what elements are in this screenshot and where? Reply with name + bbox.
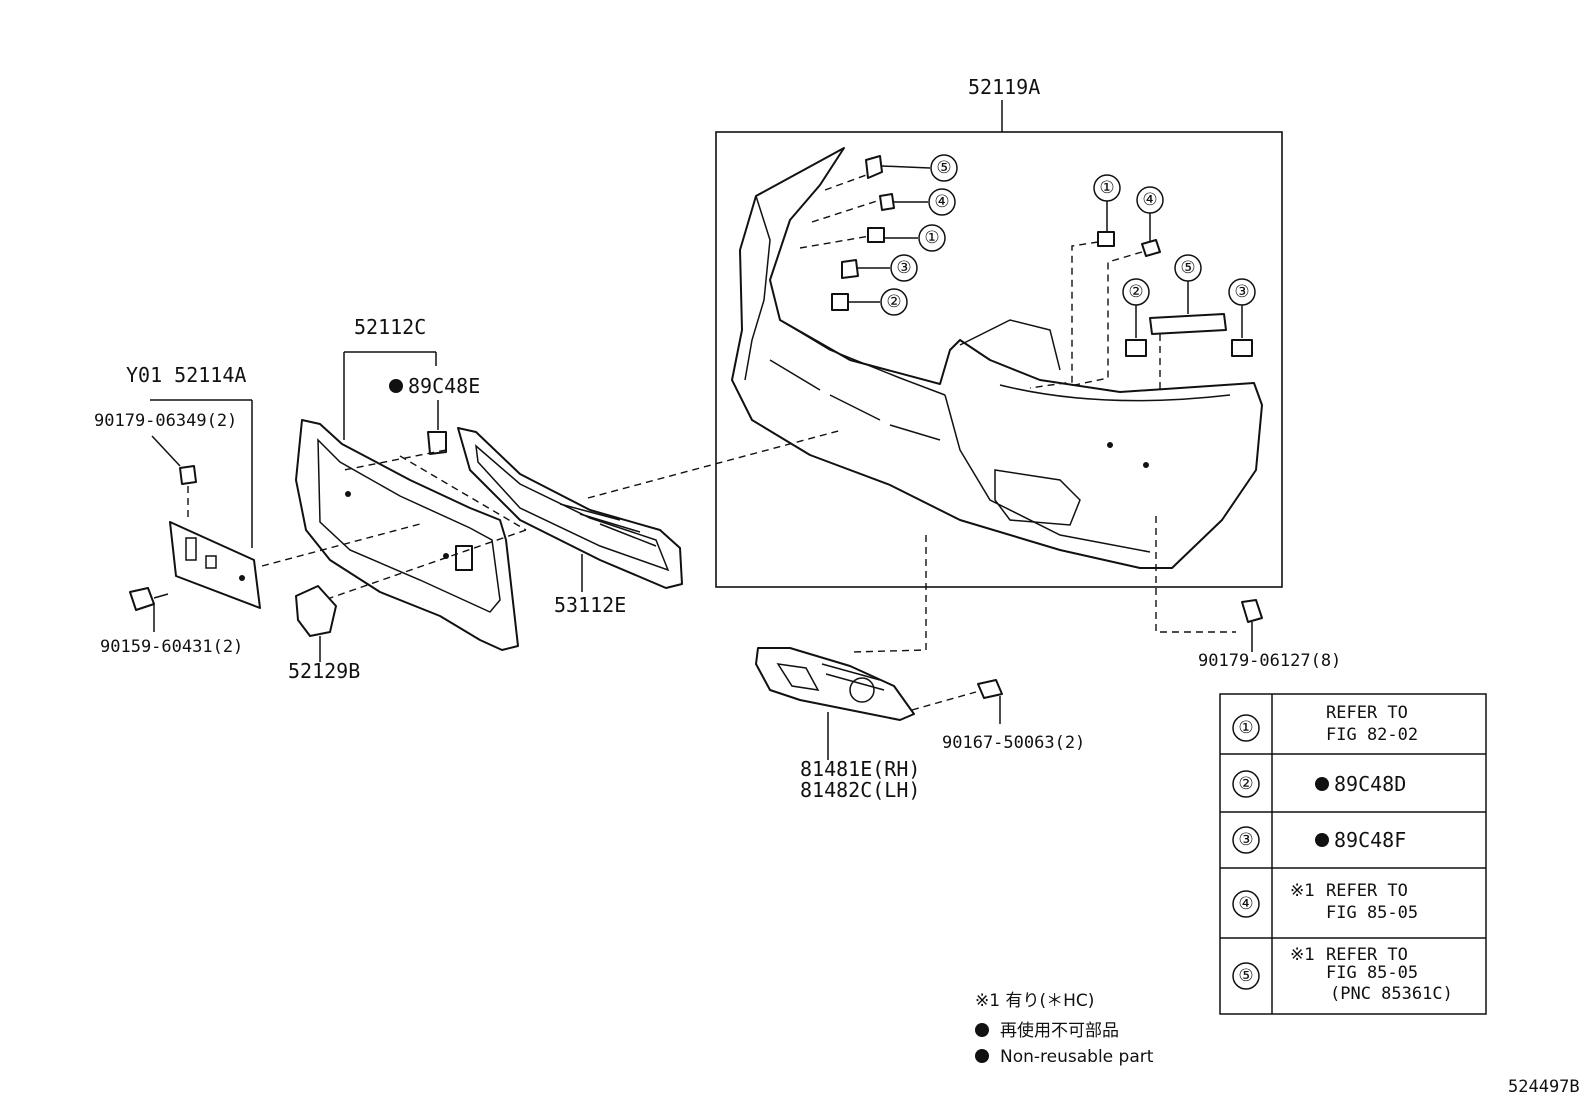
table-row-4-line-1: REFER TO bbox=[1326, 881, 1408, 901]
callout-2-left[interactable] bbox=[880, 288, 908, 316]
non-reusable-dot-icon bbox=[975, 1049, 989, 1063]
clip-89C48E-icon bbox=[427, 431, 447, 455]
table-row-5-prefix: ※1 bbox=[1290, 945, 1315, 965]
clip-3-left-icon bbox=[841, 259, 859, 279]
svg-text:⑤: ⑤ bbox=[1238, 966, 1253, 986]
label-90167-50063[interactable]: 90167-50063(2) bbox=[942, 733, 1085, 753]
table-row-1-line-2: FIG 82-02 bbox=[1326, 725, 1418, 745]
clip-2-left-icon bbox=[831, 293, 849, 311]
bumper-cover-drawing bbox=[731, 147, 1263, 569]
bumper-assembly-box bbox=[715, 131, 1283, 588]
table-row-2-line-1: 89C48D bbox=[1334, 772, 1406, 796]
clip-4-right-icon bbox=[1141, 239, 1161, 257]
label-52112C[interactable]: 52112C bbox=[354, 315, 426, 339]
callout-4-right-num: ④ bbox=[1142, 190, 1157, 210]
clip-1-left-icon bbox=[867, 227, 885, 243]
callout-5-right-num: ⑤ bbox=[1180, 258, 1195, 278]
upper-grille-drawing bbox=[295, 419, 519, 651]
legend-note-2: 再使用不可部品 bbox=[1000, 1020, 1119, 1041]
clip-5-right-icon bbox=[1149, 313, 1227, 335]
clip-3-right-icon bbox=[1231, 339, 1253, 357]
figure-id: 524497B bbox=[1508, 1077, 1580, 1097]
label-90159-60431[interactable]: 90159-60431(2) bbox=[100, 637, 243, 657]
screw-90167-icon bbox=[977, 679, 1003, 699]
callout-5-left-num: ⑤ bbox=[936, 158, 951, 178]
callout-3-left-num: ③ bbox=[896, 258, 911, 278]
table-key-1 bbox=[1232, 714, 1260, 742]
label-Y01-52114A[interactable]: Y01 52114A bbox=[126, 363, 246, 387]
table-row-3-line-1: 89C48F bbox=[1334, 828, 1406, 852]
table-row-5-line-2: FIG 85-05 bbox=[1326, 963, 1418, 983]
table-row-4-prefix: ※1 bbox=[1290, 881, 1315, 901]
fog-cover-drawing bbox=[755, 647, 915, 721]
table-row-1-line-1: REFER TO bbox=[1326, 703, 1408, 723]
label-81482C-LH[interactable]: 81482C(LH) bbox=[800, 778, 920, 802]
non-reusable-dot-icon bbox=[975, 1023, 989, 1037]
clip-5-left-icon bbox=[865, 155, 883, 179]
label-52119A[interactable]: 52119A bbox=[968, 75, 1040, 99]
callout-group-right: ① ④ ⑤ ② ③ bbox=[1029, 174, 1256, 392]
table-row-5-line-1: REFER TO bbox=[1326, 945, 1408, 965]
svg-text:②: ② bbox=[1238, 774, 1253, 794]
non-reusable-dot-icon bbox=[389, 379, 403, 393]
callout-3-right-num: ③ bbox=[1234, 282, 1249, 302]
bolt-90159-60431-icon bbox=[129, 587, 155, 611]
legend-note-1: ※1 有り(＊HC) bbox=[975, 991, 1094, 1011]
nut-90179-06127-icon bbox=[1241, 599, 1263, 623]
non-reusable-dot-icon bbox=[1315, 833, 1329, 847]
callout-2-left-num: ② bbox=[886, 292, 901, 312]
clip-4-left-icon bbox=[879, 193, 895, 211]
table-key-5 bbox=[1232, 962, 1260, 990]
table-row-4-line-2: FIG 85-05 bbox=[1326, 903, 1418, 923]
callout-1-left-num: ① bbox=[924, 228, 939, 248]
label-81481E-RH[interactable]: 81481E(RH) bbox=[800, 757, 920, 781]
callout-4-left[interactable] bbox=[928, 188, 956, 216]
table-key-2 bbox=[1232, 770, 1260, 798]
plate-bracket-drawing bbox=[169, 521, 261, 609]
table-key-3 bbox=[1232, 826, 1260, 854]
callout-1-right-num: ① bbox=[1099, 178, 1114, 198]
label-89C48E[interactable]: 89C48E bbox=[408, 374, 480, 398]
clip-2-right-icon bbox=[1125, 339, 1147, 357]
svg-text:③: ③ bbox=[1238, 830, 1253, 850]
callout-5-left[interactable] bbox=[930, 154, 958, 182]
label-52129B[interactable]: 52129B bbox=[288, 659, 360, 683]
svg-text:④: ④ bbox=[1238, 894, 1253, 914]
table-key-4 bbox=[1232, 890, 1260, 918]
label-53112E[interactable]: 53112E bbox=[554, 593, 626, 617]
tow-cap-drawing bbox=[295, 585, 337, 637]
legend-note-3: Non-reusable part bbox=[1000, 1047, 1154, 1067]
lower-grille-drawing bbox=[457, 427, 683, 589]
callout-3-left[interactable] bbox=[890, 254, 918, 282]
legend: ※1 有り(＊HC) 再使用不可部品 Non-reusable part bbox=[975, 991, 1154, 1067]
callout-group-left: ⑤ ④ ① ③ ② bbox=[799, 154, 958, 316]
reference-table: ① REFER TO FIG 82-02 ② 89C48D ③ 89C48F ④… bbox=[1219, 693, 1487, 1015]
callout-4-left-num: ④ bbox=[934, 192, 949, 212]
label-90179-06349[interactable]: 90179-06349(2) bbox=[94, 411, 237, 431]
svg-text:①: ① bbox=[1238, 718, 1253, 738]
non-reusable-dot-icon bbox=[1315, 777, 1329, 791]
callout-2-right-num: ② bbox=[1128, 282, 1143, 302]
nut-90179-06349-icon bbox=[179, 465, 197, 485]
clip-1-right-icon bbox=[1097, 231, 1115, 247]
label-90179-06127[interactable]: 90179-06127(8) bbox=[1198, 651, 1341, 671]
table-row-5-line-3: (PNC 85361C) bbox=[1330, 984, 1453, 1004]
callout-1-left[interactable] bbox=[918, 224, 946, 252]
